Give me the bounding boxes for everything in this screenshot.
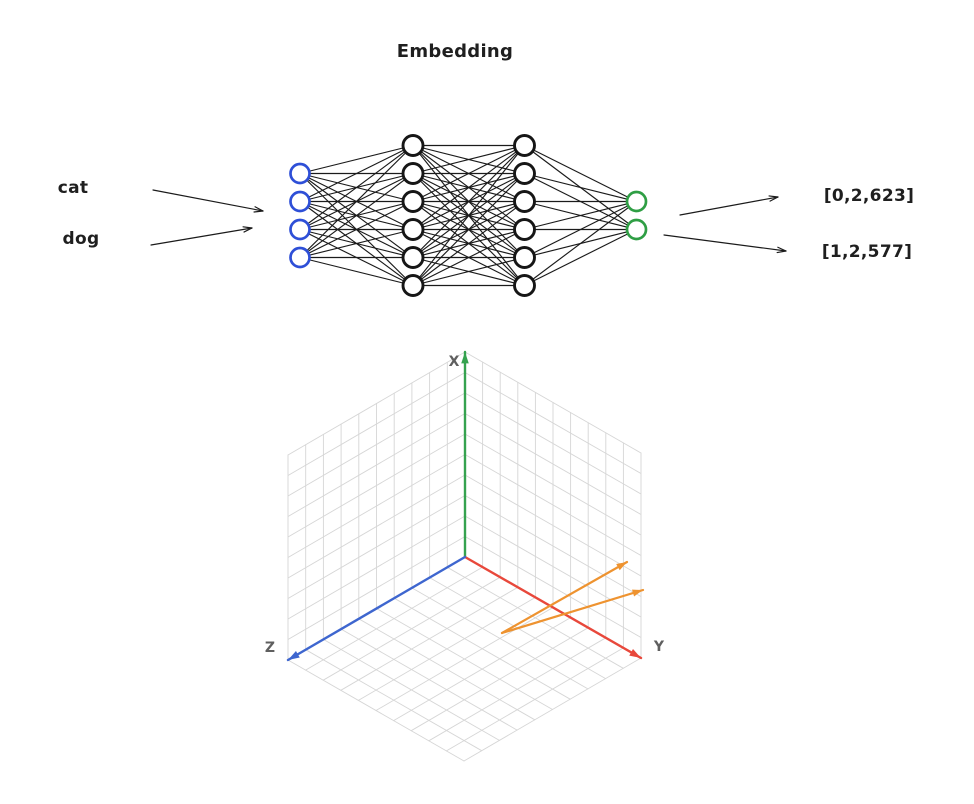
hidden-1-node xyxy=(401,274,425,297)
network-edge xyxy=(412,256,526,287)
input-node xyxy=(289,246,311,269)
network-edge xyxy=(523,200,638,231)
network-edge xyxy=(299,228,414,259)
input-label-dog: dog xyxy=(63,229,100,249)
annotation-arrow xyxy=(152,189,264,212)
hidden-2-node xyxy=(513,190,536,213)
network-edge xyxy=(299,144,414,231)
grid-line xyxy=(428,637,607,742)
output-label-1: [1,2,577] xyxy=(822,242,912,262)
hidden-1-node xyxy=(401,218,425,241)
output-node xyxy=(625,190,648,213)
grid-line xyxy=(322,638,500,741)
network-edge xyxy=(299,172,414,259)
network-edge xyxy=(299,256,414,287)
grid-line xyxy=(340,628,518,731)
grid-line xyxy=(464,413,642,515)
network-edge xyxy=(523,172,638,203)
network-edge xyxy=(412,172,526,287)
annotation-arrowhead xyxy=(768,195,779,198)
grid-line xyxy=(287,413,466,517)
grid-line xyxy=(287,392,466,497)
vector-2 xyxy=(500,588,645,635)
vector-2-arrowhead xyxy=(632,589,643,597)
grid-line xyxy=(305,649,483,752)
grid-line xyxy=(287,351,466,456)
network-edge xyxy=(412,144,526,259)
grid-line xyxy=(287,372,466,476)
network-edge xyxy=(523,144,638,203)
network-edge xyxy=(412,144,526,175)
hidden-2-node xyxy=(513,274,536,297)
network-edge xyxy=(299,144,414,203)
input-node xyxy=(289,190,311,213)
grid-line xyxy=(287,659,465,762)
network-edge xyxy=(523,228,638,287)
annotation-arrowhead xyxy=(769,196,779,202)
network-edge xyxy=(299,144,414,259)
annotation-arrow xyxy=(679,196,779,216)
output-node xyxy=(625,218,648,241)
grid-line xyxy=(464,351,642,454)
annotation-arrowhead xyxy=(254,206,264,212)
grid-line xyxy=(464,372,642,474)
network-edge xyxy=(299,144,414,175)
axis-x-arrowhead xyxy=(461,352,469,364)
network-edge xyxy=(412,144,526,231)
grid-line xyxy=(464,392,642,495)
network-edge xyxy=(523,200,638,259)
network-edge xyxy=(299,200,414,259)
vector-1 xyxy=(500,560,629,635)
axes xyxy=(286,350,643,662)
input-node xyxy=(289,218,311,241)
axis-z-arrowhead xyxy=(288,651,300,660)
annotation-arrows xyxy=(150,189,787,254)
network-edge xyxy=(412,228,526,287)
annotation-arrowhead xyxy=(777,246,787,252)
hidden-1-node xyxy=(401,246,425,269)
hidden-1-node xyxy=(401,134,425,157)
network-edges xyxy=(299,144,638,287)
network-edge xyxy=(412,200,526,287)
hidden-2-node xyxy=(513,134,536,157)
grid-line xyxy=(464,454,642,556)
annotation-arrowhead xyxy=(243,227,253,233)
output-label-0: [0,2,623] xyxy=(824,186,914,206)
axis-label-y: Y xyxy=(653,639,665,655)
annotation-arrow xyxy=(150,227,253,246)
hidden-2-node xyxy=(513,246,536,269)
network-nodes xyxy=(289,134,648,297)
grid-line xyxy=(393,617,572,722)
annotation-arrowhead xyxy=(253,210,264,213)
hidden-2-node xyxy=(513,218,536,241)
diagram-title: Embedding xyxy=(397,41,513,62)
network-edge xyxy=(412,144,526,287)
network-edge xyxy=(412,144,526,203)
axis-label-z: Z xyxy=(265,640,275,656)
hidden-1-node xyxy=(401,190,425,213)
axis-y-arrowhead xyxy=(629,649,641,658)
grid-line xyxy=(463,657,642,762)
grid-line xyxy=(375,607,554,711)
annotation-arrowhead xyxy=(776,250,787,254)
hidden-2-node xyxy=(513,162,536,185)
axis-z xyxy=(286,555,467,662)
grid-line xyxy=(287,454,466,558)
grid-line xyxy=(358,618,536,721)
hidden-1-node xyxy=(401,162,425,185)
axis-label-x: X xyxy=(449,354,460,370)
grid-line xyxy=(410,627,589,732)
embedding-vectors xyxy=(500,560,645,635)
grid-line xyxy=(445,647,624,752)
annotation-arrow xyxy=(663,234,787,252)
network-edge xyxy=(523,200,638,287)
annotation-arrowhead xyxy=(242,226,253,229)
vector-1-arrowhead xyxy=(616,562,627,571)
axis-y xyxy=(463,555,643,660)
grid-line xyxy=(287,433,466,538)
input-label-cat: cat xyxy=(58,178,89,198)
grid-line xyxy=(464,433,642,536)
input-node xyxy=(289,162,311,185)
